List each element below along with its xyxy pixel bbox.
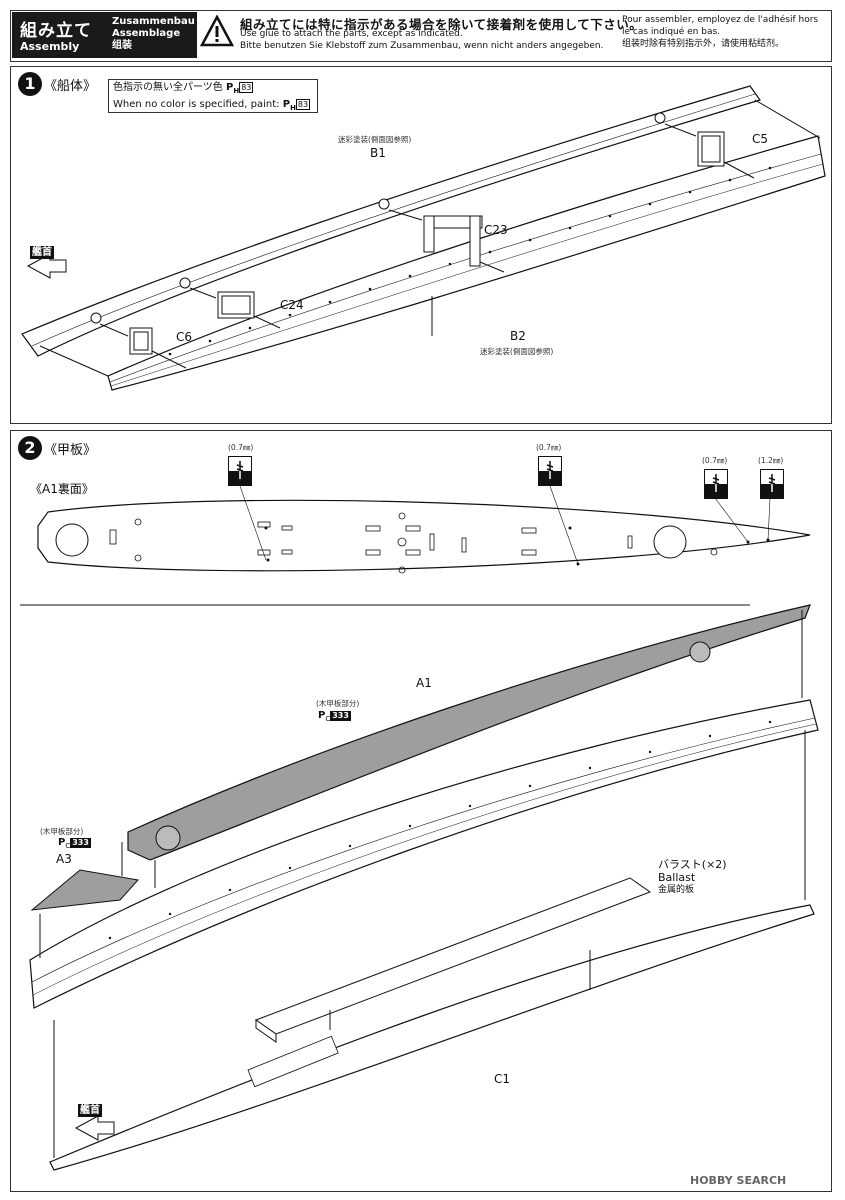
drill-icon-1	[228, 456, 252, 486]
color-note-en: When no color is specified, paint:	[113, 99, 280, 110]
drill-icon-4	[760, 469, 784, 499]
label-c6: C6	[176, 330, 193, 344]
label-b1-note: 迷彩塗装(側面図参照)	[338, 135, 412, 144]
header-title-cn: 组装	[112, 40, 132, 51]
label-c23: C23	[484, 223, 508, 237]
header-note-de: Bitte benutzen Sie Klebstoff zum Zusamme…	[240, 41, 604, 51]
deck-part-a3	[30, 869, 139, 911]
header-note-en: Use glue to attach the parts, except as …	[240, 29, 463, 39]
drill-icon-3	[704, 469, 728, 499]
header-title-langs: Zusammenbau Assemblage 组装	[112, 16, 195, 52]
drill-icon-2	[538, 456, 562, 486]
label-a3: A3	[56, 852, 72, 866]
part-c24	[217, 291, 255, 319]
header-title-fr: Assemblage	[112, 28, 181, 39]
deck-back-outline	[37, 499, 811, 572]
ballast-label-en: Ballast	[658, 871, 696, 884]
label-c1: C1	[494, 1072, 511, 1086]
header-title-block: 組み立て Assembly Zusammenbau Assemblage 组装	[12, 12, 197, 58]
step1-panel	[10, 66, 832, 424]
color-note-jp: 色指示の無い全パーツ色	[113, 82, 223, 93]
hull-half-b1	[21, 85, 761, 357]
deck-part-a1	[127, 604, 811, 861]
part-c5	[697, 131, 725, 167]
step1-hull-drawing	[21, 85, 826, 391]
warning-triangle-icon	[200, 15, 234, 47]
header-title-jp: 組み立て	[20, 21, 92, 41]
step2-bow-label: 艦首	[78, 1104, 102, 1117]
hull-assembly	[29, 699, 819, 1009]
paint-number: 83	[239, 82, 254, 93]
label-b1: B1	[370, 146, 386, 160]
header-note-fr-1: Pour assembler, employez de l'adhésif ho…	[622, 15, 819, 25]
paint-code-icon-2: PH	[282, 99, 296, 112]
drill-size-2: (0.7㎜)	[536, 443, 562, 452]
ballast-label: バラスト(×2) Ballast 金属的板	[658, 858, 727, 897]
label-b2-note: 迷彩塗装(側面図参照)	[480, 347, 554, 356]
header-note-cn: 组装时除有特别指示外，请使用粘结剂。	[622, 39, 785, 49]
step2-number: 2	[18, 436, 42, 460]
step1-number: 1	[18, 72, 42, 96]
label-c5: C5	[752, 132, 769, 146]
ballast-label-cn: 金属的板	[658, 885, 695, 895]
drill-size-1: (0.7㎜)	[228, 443, 254, 452]
watermark: HOBBY SEARCH	[690, 1174, 787, 1187]
drill-size-3: (0.7㎜)	[702, 456, 728, 465]
step1-title: 《船体》	[44, 79, 97, 94]
drill-size-4: (1.2㎜)	[758, 456, 784, 465]
a1-back-label: 《A1裏面》	[30, 482, 94, 496]
header-frame	[10, 10, 832, 62]
label-a1-note: (木甲板部分)	[316, 699, 360, 708]
header-title-en: Assembly	[20, 40, 80, 53]
header-title-de: Zusammenbau	[112, 16, 195, 27]
label-c24: C24	[280, 298, 304, 312]
paint-code-icon: PH	[226, 82, 240, 95]
part-c6	[129, 327, 153, 355]
step1-bow-label: 艦首	[30, 246, 54, 259]
step2-deck-drawing	[20, 485, 819, 1171]
label-a3-note: (木甲板部分)	[40, 827, 84, 836]
bow-arrow-icon-2	[74, 1115, 115, 1141]
step2-title: 《甲板》	[44, 443, 97, 458]
label-b2: B2	[510, 329, 526, 343]
paint-number-2: 83	[295, 99, 311, 110]
step2-panel	[10, 430, 832, 1192]
header-note-fr-2: le cas indiqué en bas.	[622, 27, 721, 37]
ballast-label-jp: バラスト(×2)	[658, 858, 727, 871]
ballast-plates	[254, 877, 652, 1043]
part-c23	[423, 215, 483, 267]
hull-half-b2	[107, 135, 826, 391]
label-a1: A1	[416, 676, 432, 690]
header-note-jp: 組み立てには特に指示がある場合を除いて接着剤を使用して下さい。	[240, 17, 643, 32]
